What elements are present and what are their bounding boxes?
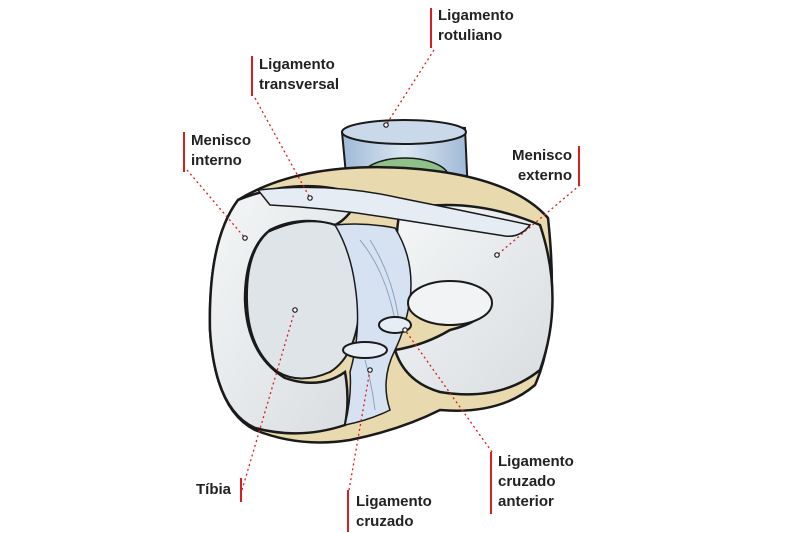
leader-dot-tibia (292, 307, 298, 313)
label-line: Ligamento (438, 7, 514, 24)
label-patellar-ligament: Ligamento rotuliano (438, 6, 514, 46)
leader-patellar (385, 49, 435, 126)
lateral-notch (407, 280, 493, 326)
leader-lines (186, 49, 581, 491)
leader-dot-posterior (367, 367, 373, 373)
label-lateral-meniscus: Menisco externo (512, 146, 572, 186)
leader-transverse (254, 97, 311, 199)
patellar-tendon-top (341, 119, 467, 145)
label-line: anterior (498, 493, 554, 510)
leader-posterior-cruciate (348, 369, 371, 491)
leader-dot-lateral (494, 252, 500, 258)
bar-anterior-cruciate (490, 452, 492, 514)
label-tibia: Tíbia (196, 480, 231, 500)
bar-patellar (430, 8, 432, 48)
transverse-ligament (256, 186, 532, 238)
medial-meniscus (208, 184, 362, 435)
label-posterior-cruciate: Ligamento cruzado (356, 492, 432, 532)
label-transverse-ligament: Ligamento transversal (259, 55, 339, 95)
bar-tibia (240, 478, 242, 502)
label-line: Menisco (191, 132, 252, 149)
leader-dot-transverse (307, 195, 313, 201)
bar-lateral-meniscus (578, 146, 580, 186)
label-line: rotuliano (438, 27, 503, 44)
leader-dot-anterior (402, 327, 408, 333)
cruciate-ligaments (333, 223, 412, 426)
label-line: Ligamento (498, 453, 574, 470)
leader-dot-medial (242, 235, 248, 241)
label-medial-meniscus: Menisco interno (191, 131, 251, 171)
bar-medial-meniscus (183, 132, 185, 172)
label-line: Tíbia (196, 481, 232, 498)
label-line: interno (191, 152, 242, 169)
medial-articular-surface (245, 220, 362, 380)
label-line: Ligamento (259, 56, 335, 73)
leader-dot-patellar (383, 122, 389, 128)
label-line: cruzado (356, 513, 414, 530)
label-line: cruzado (498, 473, 556, 490)
label-line: transversal (259, 76, 340, 93)
label-anterior-cruciate: Ligamento cruzado anterior (498, 452, 574, 512)
bar-transverse (251, 56, 253, 96)
bar-posterior-cruciate (347, 490, 349, 532)
label-line: Menisco (512, 147, 573, 164)
label-line: Ligamento (356, 493, 432, 510)
posterior-cruciate-end (342, 341, 388, 359)
label-line: externo (517, 167, 572, 184)
leader-tibia (241, 309, 296, 491)
leader-lateral-meniscus (496, 184, 581, 256)
